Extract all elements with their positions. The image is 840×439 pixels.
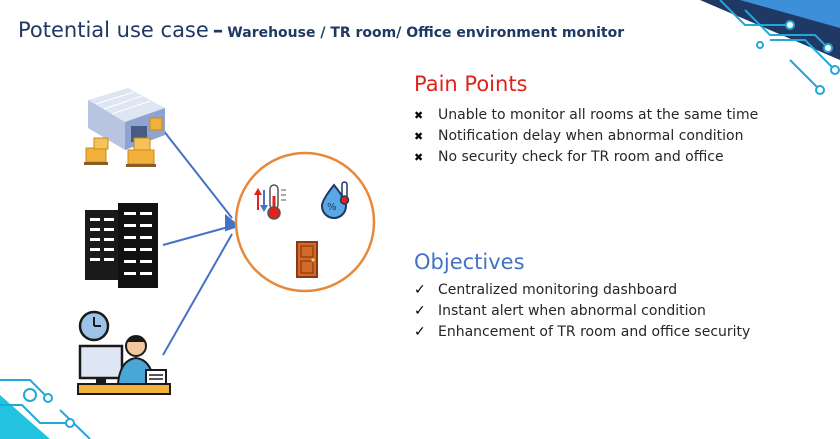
list-item: ✖No security check for TR room and offic… — [414, 147, 758, 168]
circuit-bottom-left-decoration — [0, 379, 91, 439]
humidity-icon: % — [320, 181, 350, 219]
svg-text:%: % — [327, 202, 337, 213]
office-worker-icon — [77, 310, 171, 395]
page-title: Potential use case–Warehouse / TR room/ … — [18, 18, 624, 42]
objectives-list: ✓Centralized monitoring dashboard ✓Insta… — [414, 280, 750, 343]
pain-points-list: ✖Unable to monitor all rooms at the same… — [414, 105, 758, 168]
server-rack-icon — [85, 203, 158, 288]
title-subtitle: Warehouse / TR room/ Office environment … — [227, 25, 625, 41]
cross-icon: ✖ — [414, 130, 424, 143]
door-icon — [296, 241, 318, 278]
check-icon: ✓ — [414, 324, 426, 340]
check-icon: ✓ — [414, 303, 426, 319]
title-main: Potential use case — [18, 18, 209, 42]
list-item: ✖Notification delay when abnormal condit… — [414, 126, 758, 147]
check-icon: ✓ — [414, 282, 426, 298]
list-item: ✖Unable to monitor all rooms at the same… — [414, 105, 758, 126]
warehouse-icon — [84, 88, 165, 167]
title-dash: – — [212, 18, 224, 42]
cross-icon: ✖ — [414, 151, 424, 164]
circuit-top-right-decoration — [700, 0, 840, 95]
connection-arrows — [162, 129, 241, 356]
monitor-hub: % — [234, 151, 376, 293]
list-item: ✓Centralized monitoring dashboard — [414, 280, 750, 301]
list-item: ✓Instant alert when abnormal condition — [414, 301, 750, 322]
thermometer-icon — [254, 184, 286, 220]
pain-points-heading: Pain Points — [414, 72, 528, 96]
objectives-heading: Objectives — [414, 250, 525, 274]
list-item: ✓Enhancement of TR room and office secur… — [414, 322, 750, 343]
cross-icon: ✖ — [414, 109, 424, 122]
